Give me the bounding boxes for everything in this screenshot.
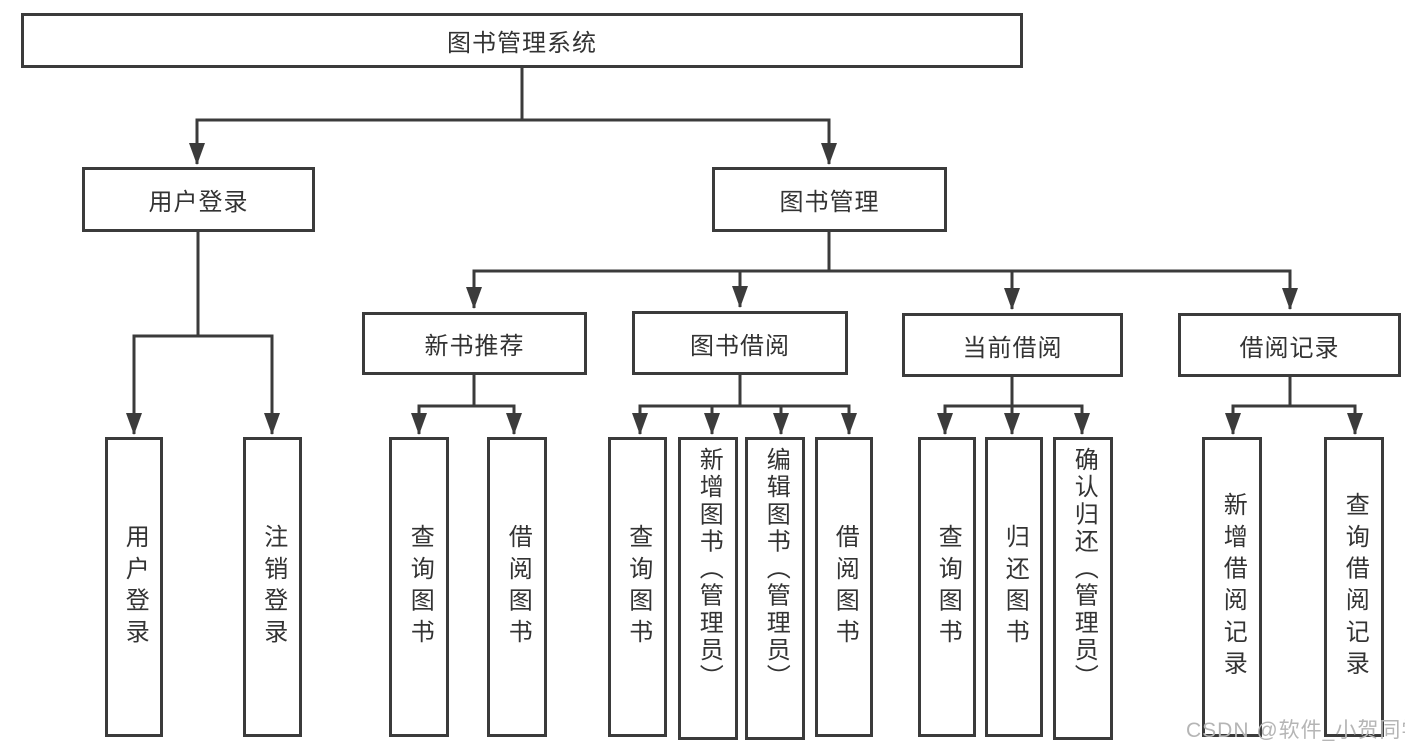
- branch-box-user-login: 用户登录: [82, 167, 315, 232]
- leaf-box-borrow-books-1: 借阅图书: [487, 437, 547, 737]
- watermark-text: CSDN @软件_小贺同学: [1186, 719, 1405, 742]
- leaf-label: 新增借阅记录: [1219, 491, 1247, 683]
- leaf-box-query-books-3: 查询图书: [918, 437, 976, 737]
- leaf-box-edit-books-admin: 编辑图书（管理员）: [745, 437, 805, 740]
- leaf-box-return-books: 归还图书: [985, 437, 1043, 737]
- leaf-label: 借阅图书: [504, 523, 532, 651]
- leaf-label: 查询图书: [624, 523, 652, 651]
- leaf-label: 查询借阅记录: [1341, 491, 1369, 683]
- leaf-box-borrow-books-2: 借阅图书: [815, 437, 873, 737]
- leaf-box-query-books-2: 查询图书: [608, 437, 667, 737]
- leaf-box-query-books-1: 查询图书: [389, 437, 449, 737]
- leaf-label: 借阅图书: [831, 523, 859, 651]
- leaf-label: 查询图书: [934, 523, 962, 651]
- category-box-book-borrow: 图书借阅: [632, 311, 848, 375]
- leaf-label: 用户登录: [121, 523, 149, 651]
- leaf-box-user-login: 用户登录: [105, 437, 163, 737]
- leaf-label: 查询图书: [406, 523, 434, 651]
- category-box-borrow-record: 借阅记录: [1178, 313, 1401, 377]
- category-box-current-borrow: 当前借阅: [902, 313, 1123, 377]
- category-box-new-book-recommend: 新书推荐: [362, 312, 587, 375]
- leaf-box-confirm-return-admin: 确认归还（管理员）: [1053, 437, 1113, 740]
- leaf-label: 归还图书: [1001, 523, 1029, 651]
- branch-box-book-management: 图书管理: [712, 167, 947, 232]
- leaf-box-add-borrow-record: 新增借阅记录: [1202, 437, 1262, 737]
- leaf-label: 注销登录: [259, 523, 287, 651]
- leaf-box-add-books-admin: 新增图书（管理员）: [678, 437, 738, 740]
- leaf-box-query-borrow-record: 查询借阅记录: [1324, 437, 1384, 737]
- leaf-box-logout: 注销登录: [243, 437, 302, 737]
- leaf-label: 确认归还（管理员）: [1070, 447, 1098, 692]
- root-box-library-system: 图书管理系统: [21, 13, 1023, 68]
- leaf-label: 编辑图书（管理员）: [762, 447, 790, 692]
- leaf-label: 新增图书（管理员）: [695, 447, 723, 692]
